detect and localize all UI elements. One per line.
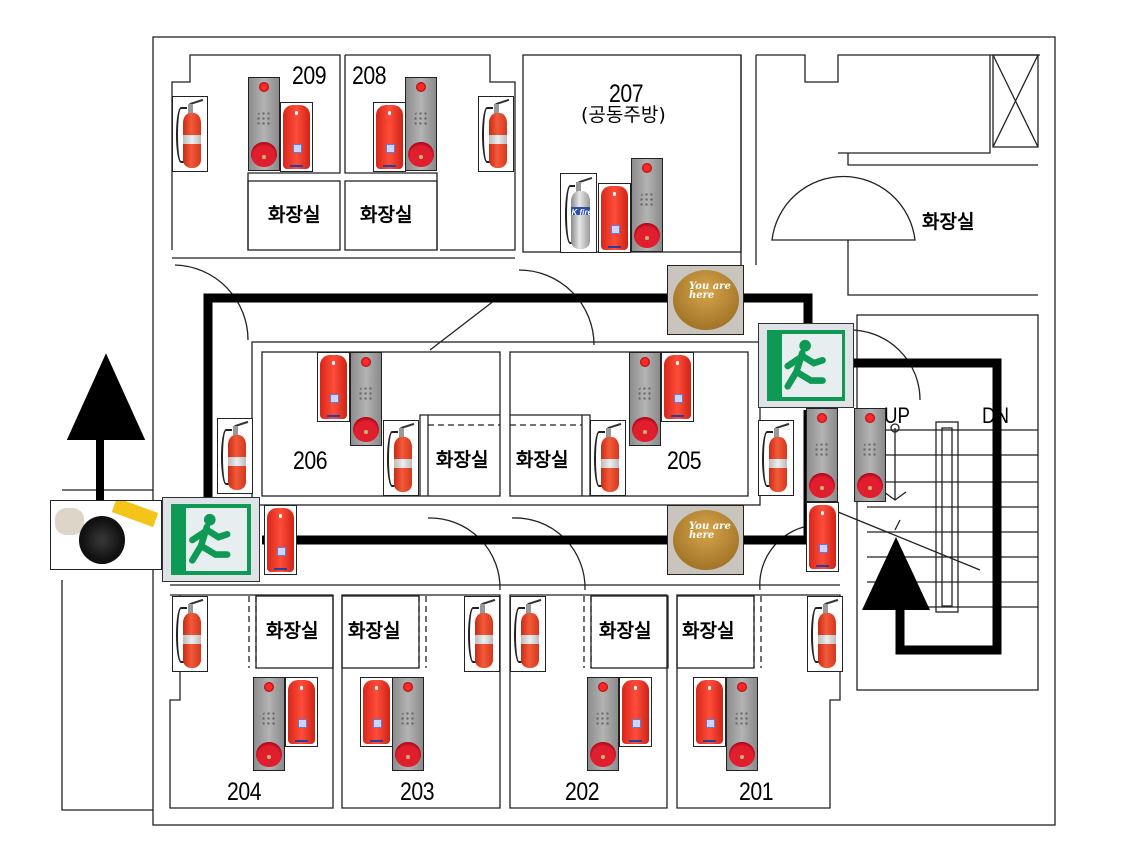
fire-extinguisher-icon (478, 96, 514, 172)
room-number-201: 201 (739, 778, 774, 806)
stair-hall (856, 314, 1039, 691)
emergency-phone-icon (806, 502, 839, 572)
fire-alarm-panel-icon (392, 677, 424, 771)
running-man-icon (784, 340, 826, 390)
door-swing (511, 517, 586, 591)
room-202-wall (509, 594, 668, 809)
fire-extinguisher-icon (172, 96, 208, 172)
exit-sign-icon (162, 497, 260, 582)
fire-extinguisher-icon (464, 596, 500, 672)
restroom-208-wall (344, 180, 438, 251)
restroom-label: 화장실 (348, 620, 401, 642)
elevator-shaft (992, 54, 1039, 148)
door-swing (174, 264, 249, 341)
restroom-label: 화장실 (922, 211, 975, 233)
restroom-label: 화장실 (268, 204, 321, 226)
door-swing (427, 517, 501, 591)
running-man-icon (189, 514, 231, 564)
room-204-wall (169, 594, 334, 809)
emergency-phone-icon (661, 352, 694, 422)
fire-alarm-panel-icon (629, 352, 661, 446)
fire-extinguisher-icon (590, 420, 626, 496)
emergency-phone-icon (693, 677, 726, 747)
restroom-label: 화장실 (360, 204, 413, 226)
room-203-wall (341, 594, 501, 809)
emergency-phone-icon (285, 677, 318, 747)
emergency-phone-icon (264, 505, 297, 575)
fire-alarm-panel-icon (587, 677, 619, 771)
emergency-phone-icon (373, 102, 406, 172)
emergency-phone-icon (619, 677, 652, 747)
emergency-phone-icon (598, 183, 631, 253)
fire-extinguisher-icon: K fire (560, 173, 597, 253)
room-number-206: 206 (293, 447, 328, 475)
fire-alarm-panel-icon (631, 158, 663, 252)
exit-arrow-stair-head (862, 537, 930, 610)
fire-extinguisher-icon (383, 420, 419, 496)
stair-up-label: UP (884, 403, 910, 428)
fire-alarm-panel-icon (854, 408, 886, 502)
door-swing (847, 329, 921, 401)
restroom-label: 화장실 (516, 449, 569, 471)
emergency-phone-icon (317, 352, 350, 422)
fire-alarm-panel-icon (806, 408, 838, 502)
restroom-label: 화장실 (682, 620, 735, 642)
emergency-phone-icon (360, 677, 393, 747)
exit-sign-icon (758, 323, 854, 408)
stair-handrail (935, 421, 959, 613)
descending-lifeline-icon (50, 500, 162, 570)
fire-extinguisher-icon (807, 596, 843, 672)
restroom-209-wall (247, 180, 341, 251)
fire-extinguisher-icon (172, 596, 208, 672)
building-outline (152, 36, 1056, 826)
fire-extinguisher-icon (217, 418, 253, 494)
room-number-204: 204 (227, 778, 262, 806)
fire-alarm-panel-icon (248, 77, 280, 171)
fire-extinguisher-icon (510, 596, 546, 672)
fire-extinguisher-icon (758, 420, 794, 496)
exit-arrow-left-head (73, 363, 139, 436)
restroom-label: 화장실 (599, 620, 652, 642)
room-number-209: 209 (292, 62, 327, 90)
elevator-cross (992, 54, 1039, 148)
fire-alarm-panel-icon (405, 77, 437, 171)
emergency-phone-icon (280, 102, 313, 172)
room-209-wall (171, 54, 341, 250)
you-are-here-marker: You are here (667, 505, 744, 575)
room-number-202: 202 (565, 778, 600, 806)
room-number-203: 203 (400, 778, 435, 806)
fire-alarm-panel-icon (726, 677, 758, 771)
room-207-name: (공동주방) (581, 104, 666, 126)
restroom-label: 화장실 (266, 620, 319, 642)
restroom-door-swing (771, 175, 916, 241)
stair-down-label: DN (982, 403, 1010, 428)
fire-alarm-panel-icon (253, 677, 285, 771)
fire-alarm-panel-icon (350, 352, 382, 446)
room-number-207: 207 (609, 80, 644, 108)
door-swing (518, 269, 595, 346)
stair-up-arrow-line (883, 428, 907, 501)
you-are-here-marker: You are here (667, 265, 744, 335)
room-number-208: 208 (352, 62, 387, 90)
room-201-wall (676, 594, 841, 809)
restroom-label: 화장실 (436, 449, 489, 471)
room-number-205: 205 (667, 447, 702, 475)
